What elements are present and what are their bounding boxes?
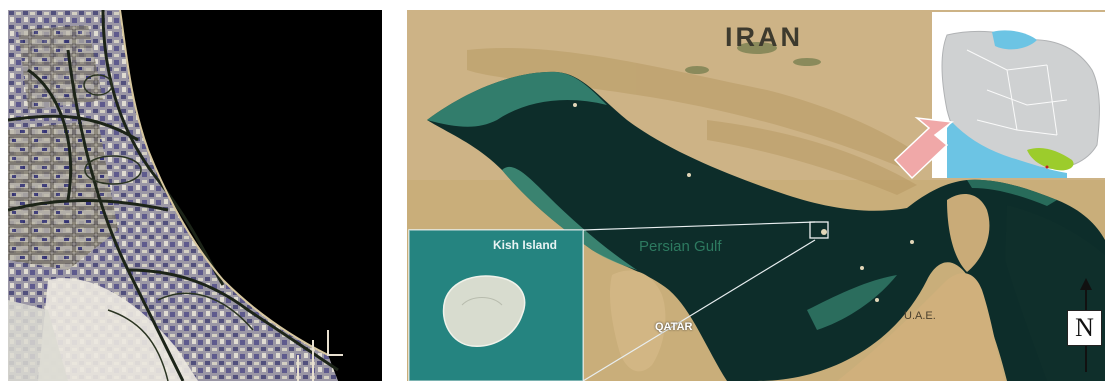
gulf-map-canvas [407,10,1105,381]
label-uae: U.A.E. [904,310,936,322]
kish-island-inset [408,229,584,381]
label-persian-gulf: Persian Gulf [639,238,722,255]
persian-gulf-map: IRAN Persian Gulf QATAR U.A.E. Kish Isla… [407,10,1105,381]
label-kish-island: Kish Island [493,238,558,252]
iran-locator-map [932,12,1105,178]
north-indicator: N [1067,310,1102,346]
north-arrow-icon [1080,278,1092,290]
kish-location-box [809,221,829,239]
label-iran: IRAN [725,22,803,52]
label-qatar: QATAR [655,321,693,333]
satellite-image-kish-coast [8,10,382,381]
satellite-image-canvas [8,10,382,381]
pointer-arrow [893,116,954,180]
